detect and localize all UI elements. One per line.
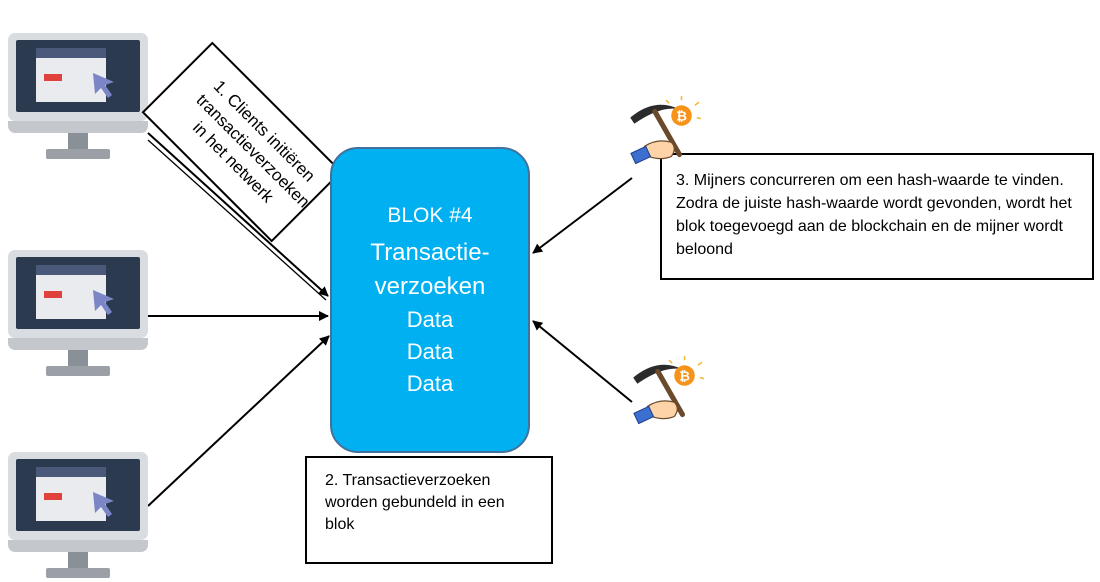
monitor-chin (8, 121, 148, 133)
monitor-neck (68, 350, 88, 366)
monitor-foot (46, 149, 110, 159)
miners-note-text: 3. Mijners concurreren om een hash-waard… (676, 172, 1072, 258)
bundle-note-text: 2. Transactieverzoeken worden gebundeld … (325, 472, 505, 533)
block-data-row: Data (406, 339, 454, 364)
arrow-client1 (147, 132, 329, 297)
block-label-line1: Transactie- (370, 239, 490, 266)
arrow-client1-b (147, 139, 327, 301)
client-monitor-3 (8, 452, 148, 582)
monitor-neck (68, 133, 88, 149)
block-data-row: Data (406, 307, 454, 332)
arrow-client3 (147, 335, 330, 507)
block-label-line2: verzoeken (374, 273, 486, 300)
window-titlebar (36, 48, 106, 58)
red-button-icon (44, 493, 62, 500)
mouse-cursor-icon (93, 492, 114, 517)
client-monitor-1 (8, 33, 148, 163)
bundle-note: 2. Transactieverzoeken worden gebundeld … (305, 456, 553, 564)
client-monitor-2 (8, 250, 148, 380)
monitor-foot (46, 366, 110, 376)
block-data-row: Data (406, 371, 454, 396)
bitcoin-pickaxe-miner-icon: ₿ (630, 96, 702, 165)
monitor-screen (16, 257, 140, 329)
mouse-cursor-icon (93, 290, 114, 315)
monitor-chin (8, 540, 148, 552)
bitcoin-coin-symbol: ₿ (676, 110, 687, 125)
monitor-neck (68, 552, 88, 568)
monitor-chin (8, 338, 148, 350)
arrow-miner2 (532, 320, 633, 403)
block-title: BLOK #4 (387, 204, 473, 227)
bitcoin-coin-symbol: ₿ (679, 370, 690, 385)
window-titlebar (36, 265, 106, 275)
red-button-icon (44, 291, 62, 298)
arrow-miner1 (532, 177, 633, 254)
block-4: BLOK #4 Transactie- verzoeken Data Data … (330, 147, 530, 453)
red-button-icon (44, 74, 62, 81)
monitor-screen (16, 40, 140, 112)
monitor-foot (46, 568, 110, 578)
mouse-cursor-icon (93, 73, 114, 98)
bitcoin-pickaxe-miner-icon: ₿ (633, 356, 705, 425)
monitor-screen (16, 459, 140, 531)
window-titlebar (36, 467, 106, 477)
miners-note: 3. Mijners concurreren om een hash-waard… (660, 153, 1094, 280)
